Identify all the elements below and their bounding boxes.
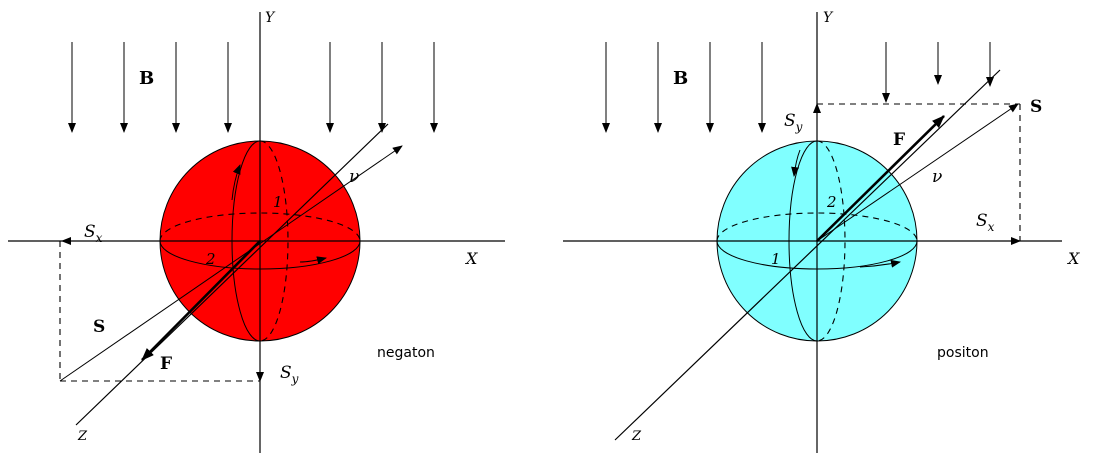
rotation-arrow (299, 256, 327, 265)
nu-label: ν (932, 167, 942, 187)
f-vector (141, 240, 261, 361)
z-axis (75, 123, 389, 426)
rotation-arrow (859, 259, 901, 268)
y-axis-label: Y (265, 10, 276, 26)
f-vector (816, 115, 945, 242)
equator-back (159, 212, 361, 242)
z-axis-label: Z (77, 429, 88, 444)
point-2-label: 2 (826, 193, 837, 211)
meridian-back (816, 140, 846, 342)
nu-vector (59, 145, 403, 382)
rotation-arrow (231, 164, 241, 201)
z-axis-label: Z (631, 429, 642, 444)
meridian-back (259, 140, 289, 342)
y-axis-label: Y (823, 10, 834, 26)
sy-label: Sy (784, 111, 803, 134)
point-1-label: 1 (273, 193, 283, 211)
equator-back (716, 212, 918, 242)
point-2-label: 2 (205, 250, 216, 268)
nu-label: ν (349, 167, 359, 187)
positon-caption: positon (937, 345, 989, 361)
negaton-caption: negaton (377, 345, 435, 361)
s-vector-label: S (93, 317, 105, 337)
point-1-label: 1 (771, 250, 781, 268)
z-axis (614, 69, 1001, 441)
magnetic-field-arrows (602, 42, 994, 133)
positon-panel: Y X Z B S F ν Sy Sx 2 1 positon (563, 10, 1080, 453)
sy-label: Sy (280, 363, 299, 386)
sx-label: Sx (84, 222, 103, 245)
nu-vector (816, 103, 1019, 242)
negaton-panel: Y X Z B S F ν Sx Sy 1 2 negaton (8, 10, 505, 453)
x-axis-label: X (464, 249, 478, 268)
magnetic-field-arrows (68, 42, 438, 133)
sx-label: Sx (976, 211, 995, 234)
b-field-label: B (673, 68, 688, 89)
x-axis-label: X (1066, 249, 1080, 268)
f-vector-label: F (893, 130, 905, 150)
rotation-arrow (791, 149, 801, 177)
s-vector-label: S (1030, 97, 1042, 117)
f-vector-label: F (160, 354, 172, 374)
b-field-label: B (139, 68, 154, 89)
